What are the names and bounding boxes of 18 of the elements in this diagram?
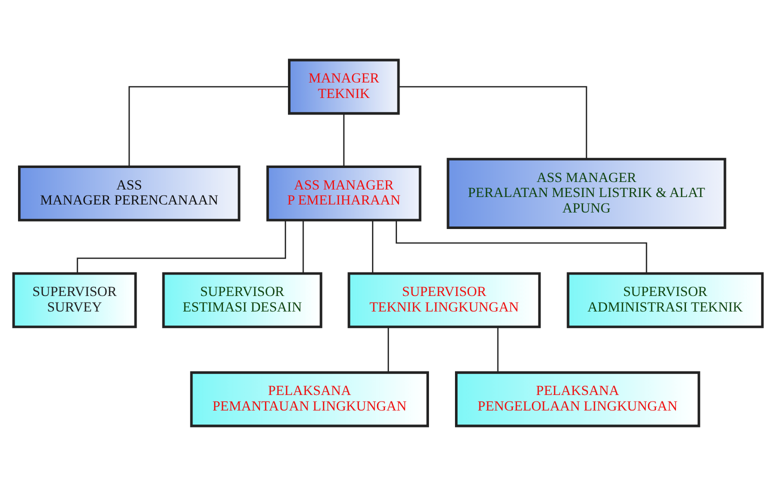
node-box: PELAKSANA PENGELOLAAN LINGKUNGAN	[455, 371, 700, 428]
node-box: ASS MANAGER PERALATAN MESIN LISTRIK & ALAT APUNG	[446, 158, 726, 230]
node-box: SUPERVISOR SURVEY	[12, 272, 137, 328]
connector	[128, 86, 290, 167]
node-box: ASS MANAGER PERENCANAAN	[18, 166, 240, 222]
node-box: MANAGER TEKNIK	[288, 58, 400, 115]
node-box: SUPERVISOR ADMINISTRASI TEKNIK	[566, 272, 764, 328]
node-box: PELAKSANA PEMANTAUAN LINGKUNGAN	[190, 371, 429, 428]
connector	[396, 220, 648, 274]
connector	[388, 327, 389, 373]
connector	[372, 220, 374, 274]
connector	[343, 114, 344, 167]
node-box: SUPERVISOR ESTIMASI DESAIN	[162, 272, 322, 328]
connector	[398, 86, 588, 160]
node-box: ASS MANAGER P EMELIHARAAN	[266, 166, 422, 222]
connector	[302, 220, 304, 274]
connector	[497, 327, 499, 373]
node-box: SUPERVISOR TEKNIK LINGKUNGAN	[348, 272, 541, 328]
